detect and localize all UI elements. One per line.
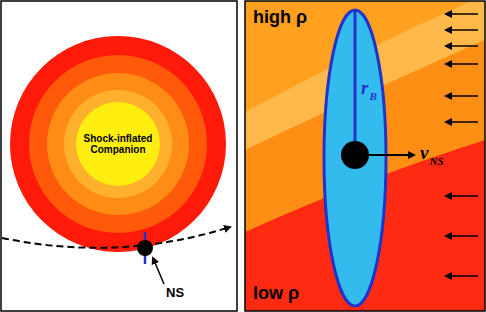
flow-arrow: [446, 121, 478, 123]
flow-arrow: [446, 195, 478, 197]
flow-arrow: [446, 95, 478, 97]
flow-arrow: [446, 235, 478, 237]
left-panel: [1, 1, 237, 311]
neutron-star: [341, 141, 369, 169]
right-panel: [245, 1, 485, 311]
accretion-region: [324, 10, 386, 306]
envelope-ring: [29, 55, 207, 233]
wind-arrows: [446, 14, 478, 276]
density-label: high ρ: [253, 8, 307, 26]
flow-arrow: [446, 13, 478, 15]
leader-arrow: [153, 258, 164, 284]
star-label: NS: [166, 286, 184, 299]
radius-subscript: B: [369, 91, 376, 102]
flow-arrow: [446, 29, 478, 31]
density-label: low ρ: [253, 284, 299, 302]
node-label: Shock-inflated Companion: [80, 133, 156, 156]
flow-arrow: [446, 63, 478, 65]
envelope-ring: [64, 90, 172, 198]
velocity-arrow: [365, 154, 414, 156]
radius-line: [354, 10, 357, 150]
flow-arrow: [446, 45, 478, 47]
flow-arrow: [446, 275, 478, 277]
velocity-symbol: v: [420, 143, 428, 162]
envelope-ring: [10, 36, 226, 252]
core-disc: [76, 102, 160, 186]
radius-symbol: r: [361, 78, 368, 97]
velocity-subscript: NS: [429, 156, 443, 167]
envelope-ring: [47, 73, 189, 215]
companion-core: Shock-inflated Companion: [76, 102, 160, 186]
density-gradient: [245, 1, 485, 311]
orbit-path: [2, 227, 230, 248]
neutron-star: [137, 240, 153, 256]
